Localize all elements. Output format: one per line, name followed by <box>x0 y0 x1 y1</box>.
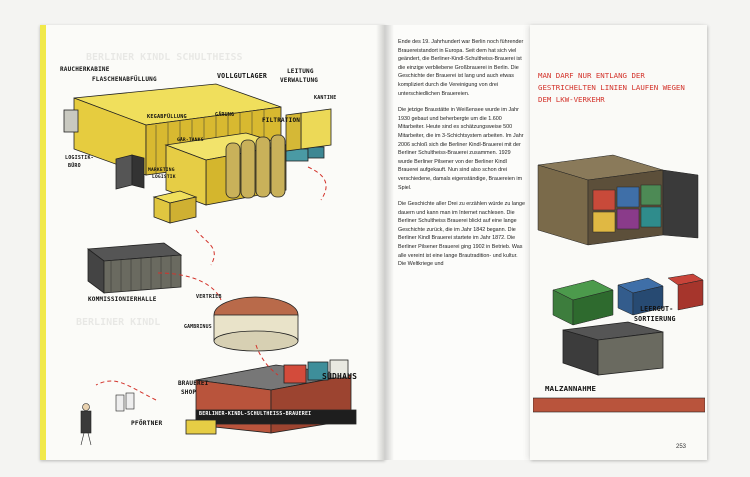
label-leergut: LEERGUT- <box>640 305 674 313</box>
pedestrian-figure <box>80 392 135 446</box>
dashed-walkway <box>95 166 327 401</box>
sudhaus-building <box>185 359 357 435</box>
label-vollgutlager: VOLLGUTLAGER <box>217 72 268 80</box>
label-logistik: LOGISTIK- <box>65 155 94 161</box>
label-raucherkabine: RAUCHERKABINE <box>60 66 110 73</box>
label-kantine: KANTINE <box>314 95 337 101</box>
article-text: Ende des 19. Jahrhundert war Berlin noch… <box>398 38 526 277</box>
label-sudhaus: SUDHAUS <box>322 372 358 381</box>
yellow-page-edge <box>40 25 46 460</box>
label-marketing: MARKETING <box>148 168 175 173</box>
paragraph: Die jetzige Braustätte in Weißensee wurd… <box>398 107 524 191</box>
label-sortierung: SORTIERUNG <box>634 315 676 323</box>
svg-text:BERLINER KINDL SCHULTHEISS: BERLINER KINDL SCHULTHEISS <box>86 52 243 63</box>
label-pfoertner: PFÖRTNER <box>131 420 163 427</box>
kommissionierhalle-building <box>86 242 183 294</box>
paragraph: Ende des 19. Jahrhundert war Berlin noch… <box>398 39 524 97</box>
page-number: 253 <box>676 444 687 450</box>
foldout-page <box>530 25 707 460</box>
label-filtration: FILTRATION <box>262 117 301 124</box>
label-gartanks: GÄR-TANKS <box>177 138 204 143</box>
label-flaschenabfuellung: FLASCHENABFÜLLUNG <box>92 76 157 83</box>
book-gutter <box>376 25 394 460</box>
right-text-page <box>385 25 535 460</box>
label-kommissionierhalle: KOMMISSIONIERHALLE <box>88 296 157 303</box>
label-gambrinus: GAMBRINUS <box>184 325 212 330</box>
paragraph: Die Geschichte aller Drei zu erzählen wü… <box>398 201 526 268</box>
label-kegabfuellung: KEGABFÜLLUNG <box>147 114 187 120</box>
brewery-illustration: BERLINER KINDL SCHULTHEISS BERLINER KIND… <box>63 52 357 446</box>
label-gaerung: GÄRUNG <box>215 112 235 118</box>
brewery-sign: BERLINER-KINDL-SCHULTHEISS-BRAUEREI <box>199 411 312 417</box>
walkway-note: MAN DARF NUR ENTLANG DER GESTRICHELTEN L… <box>538 71 685 104</box>
svg-text:BERLINER KINDL: BERLINER KINDL <box>76 317 160 328</box>
faint-background-text: BERLINER KINDL SCHULTHEISS BERLINER KIND… <box>76 52 243 328</box>
label-shop: SHOP <box>181 389 197 396</box>
label-buero: BÜRO <box>68 163 81 169</box>
main-building <box>63 83 332 224</box>
label-logistik-2: LOGISTIK <box>152 175 176 180</box>
label-verwaltung: VERWALTUNG <box>280 77 319 84</box>
vertrieb-building <box>213 296 299 352</box>
label-vertrieb: VERTRIEB <box>196 294 222 300</box>
label-malzannahme: MALZANNAHME <box>545 384 597 393</box>
label-brauerei: BRAUEREI <box>178 380 209 387</box>
label-leitung: LEITUNG <box>287 68 314 75</box>
crate-stacks-illustration <box>533 154 705 413</box>
